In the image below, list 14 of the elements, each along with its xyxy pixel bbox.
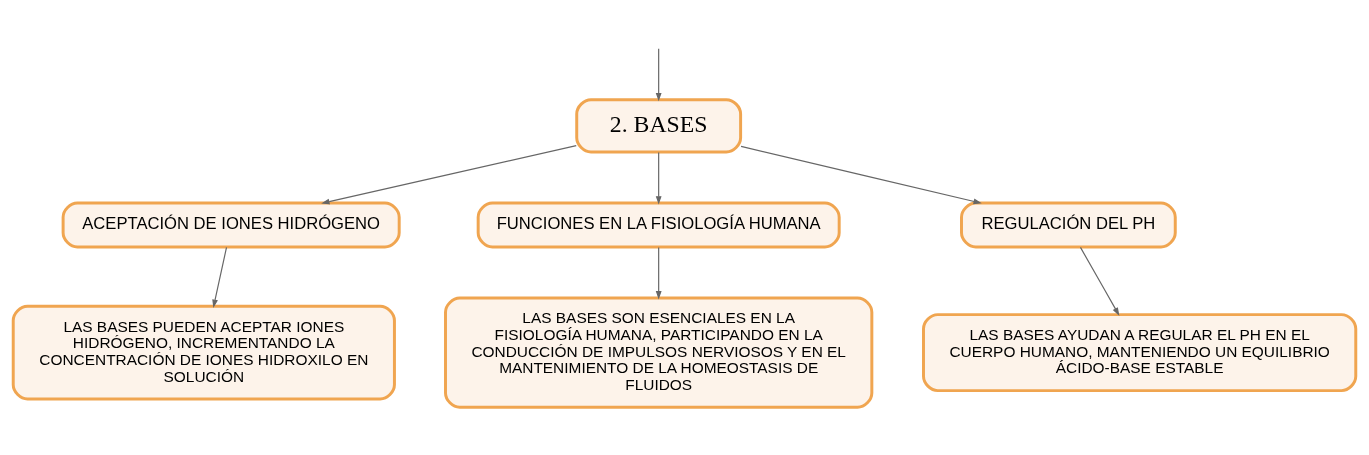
node-box: REGULACIÓN DEL PH (960, 201, 1177, 249)
arrow (1079, 246, 1120, 316)
node-box: 2. BASES (575, 98, 743, 154)
node-box: ACEPTACIÓN DE IONES HIDRÓGENO (61, 201, 401, 249)
arrow (740, 145, 982, 205)
node-box: LAS BASES AYUDAN A REGULAR EL PH EN EL CUERPO HUMANO, MANTENIENDO UN EQUILIBRIO ÁCIDO-BASE ESTABLE (922, 313, 1358, 393)
arrow (212, 246, 228, 308)
node-box: FUNCIONES EN LA FISIOLOGÍA HUMANA (476, 201, 841, 249)
node-box: LAS BASES PUEDEN ACEPTAR IONES HIDRÓGENO, INCREMENTANDO LA CONCENTRACIÓN DE IONES HIDROXILO EN SOLUCIÓN (11, 304, 396, 401)
arrow (655, 151, 662, 205)
node-box: LAS BASES SON ESENCIALES EN LA FISIOLOGÍA HUMANA, PARTICIPANDO EN LA CONDUCCIÓN DE IMPULSOS NERVIOSOS Y EN EL MANTENIMIENTO DE LA HOMEOSTASIS DE FLUIDOS (444, 296, 874, 409)
arrow (655, 246, 662, 300)
arrow (655, 48, 662, 102)
arrow (321, 145, 577, 205)
